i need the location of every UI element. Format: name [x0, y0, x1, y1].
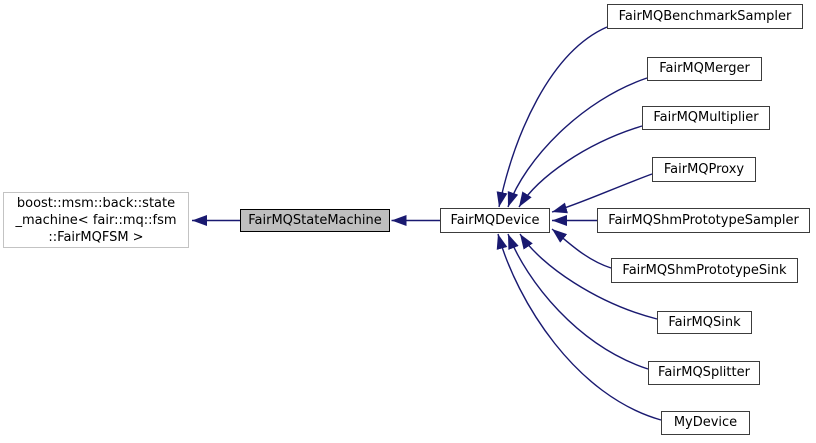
node-label: FairMQShmPrototypeSink — [622, 262, 787, 278]
edge-fairmqbenchmarksampler-to-fairmqdevice — [496, 26, 608, 208]
node-fairmqstatemachine: FairMQStateMachine — [240, 209, 390, 232]
edge-fairmqmerger-to-fairmqdevice — [507, 77, 648, 208]
node-fairmqmultiplier[interactable]: FairMQMultiplier — [642, 106, 770, 130]
node-label-line: ::FairMQFSM > — [48, 229, 144, 245]
node-fairmqsink[interactable]: FairMQSink — [657, 311, 752, 334]
node-fairmqbenchmarksampler[interactable]: FairMQBenchmarkSampler — [607, 4, 803, 29]
node-fairmqshmprototypesampler[interactable]: FairMQShmPrototypeSampler — [597, 208, 810, 233]
edge-mydevice-to-fairmqdevice — [496, 233, 662, 421]
node-mydevice[interactable]: MyDevice — [661, 411, 750, 435]
node-fairmqmerger[interactable]: FairMQMerger — [647, 57, 762, 81]
edge-fairmqsink-to-fairmqdevice — [519, 233, 658, 320]
node-label: FairMQMultiplier — [653, 110, 759, 126]
node-label: FairMQDevice — [450, 212, 540, 228]
node-fairmqdevice[interactable]: FairMQDevice — [440, 208, 550, 233]
node-label: FairMQProxy — [663, 161, 745, 177]
node-label-line: boost::msm::back::state — [16, 195, 176, 211]
node-label: FairMQSink — [668, 314, 741, 330]
node-fairmqproxy[interactable]: FairMQProxy — [652, 157, 756, 182]
node-fairmqsplitter[interactable]: FairMQSplitter — [648, 361, 760, 385]
node-label: FairMQShmPrototypeSampler — [608, 212, 799, 228]
node-boost-msm-state-machine[interactable]: boost::msm::back::state _machine< fair::… — [3, 192, 189, 248]
edge-fairmqmultiplier-to-fairmqdevice — [518, 125, 643, 208]
edge-fairmqproxy-to-fairmqdevice — [551, 173, 653, 214]
node-label-line: _machine< fair::mq::fsm — [15, 212, 177, 228]
node-label: FairMQMerger — [659, 61, 750, 77]
node-label: MyDevice — [673, 415, 738, 431]
edge-fairmqshmprototypesink-to-fairmqdevice — [551, 228, 612, 269]
node-fairmqshmprototypesink[interactable]: FairMQShmPrototypeSink — [611, 258, 798, 283]
node-label: FairMQBenchmarkSampler — [618, 8, 792, 24]
node-label: FairMQStateMachine — [248, 212, 382, 228]
node-label: FairMQSplitter — [658, 365, 750, 381]
edge-fairmqsplitter-to-fairmqdevice — [507, 233, 649, 370]
